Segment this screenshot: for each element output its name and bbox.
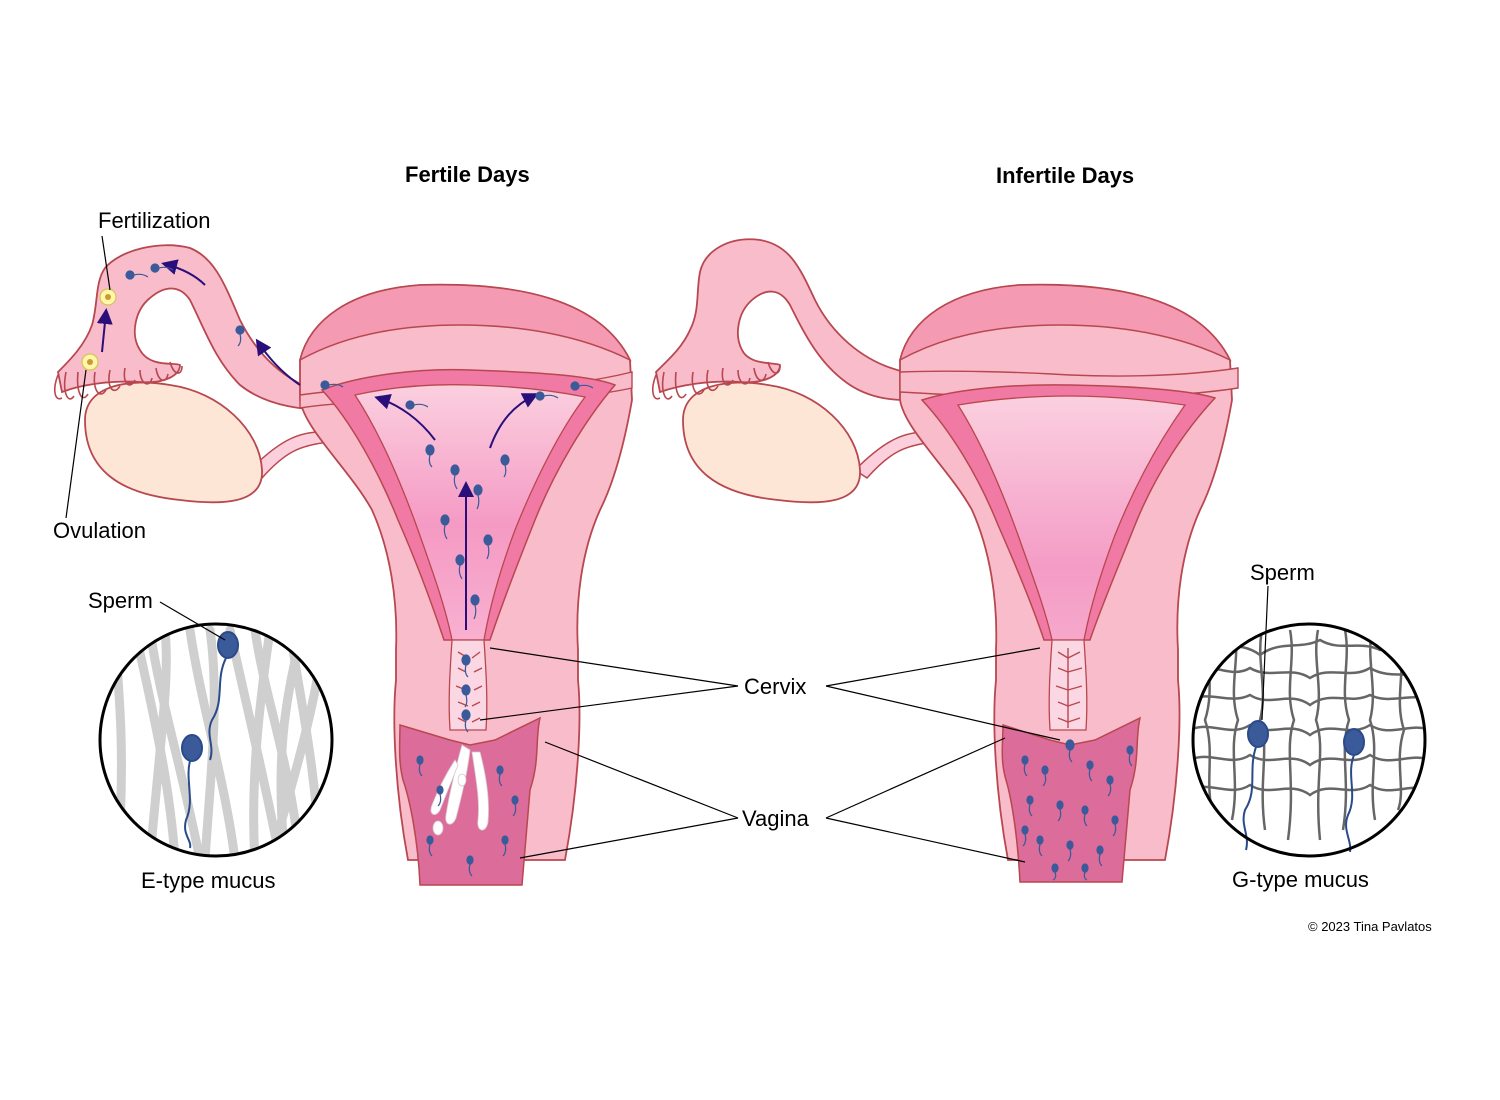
fimbriae-right [651,361,781,400]
egg-cells [81,288,117,371]
fimbriae [53,361,183,400]
infertile-anatomy [651,238,1239,883]
g-type-mucus-magnifier [1191,622,1427,858]
heading-infertile-days: Infertile Days [996,163,1135,188]
label-cervix: Cervix [744,674,807,699]
cervical-crypts [455,651,483,723]
copyright-notice: © 2023 Tina Pavlatos [1308,919,1432,934]
label-sperm-right: Sperm [1250,560,1315,585]
uterus-fundus [298,283,632,362]
leader-lines [65,235,1269,863]
ovary [84,381,263,504]
sperm-cells-fertile [125,263,594,877]
cervical-crypts-right [1055,648,1083,728]
uterine-cavity-right [956,395,1187,641]
sperm-cells-infertile [1021,739,1134,881]
uterine-cavity [353,384,587,641]
label-ovulation: Ovulation [53,518,146,543]
fertile-anatomy [53,244,633,886]
label-vagina: Vagina [742,806,809,831]
label-fertilization: Fertilization [98,208,211,233]
fallopian-tube-right [655,238,906,401]
fallopian-tube [57,244,331,411]
sperm-g [1242,720,1365,853]
label-g-type-mucus: G-type mucus [1232,867,1369,892]
heading-fertile-days: Fertile Days [405,162,530,187]
label-sperm-left: Sperm [88,588,153,613]
e-type-mucus-magnifier [98,622,334,858]
label-e-type-mucus: E-type mucus [141,868,276,893]
ovary-right [682,381,861,504]
sperm-path-arrows [96,259,539,630]
e-mucus-strands [430,744,489,836]
